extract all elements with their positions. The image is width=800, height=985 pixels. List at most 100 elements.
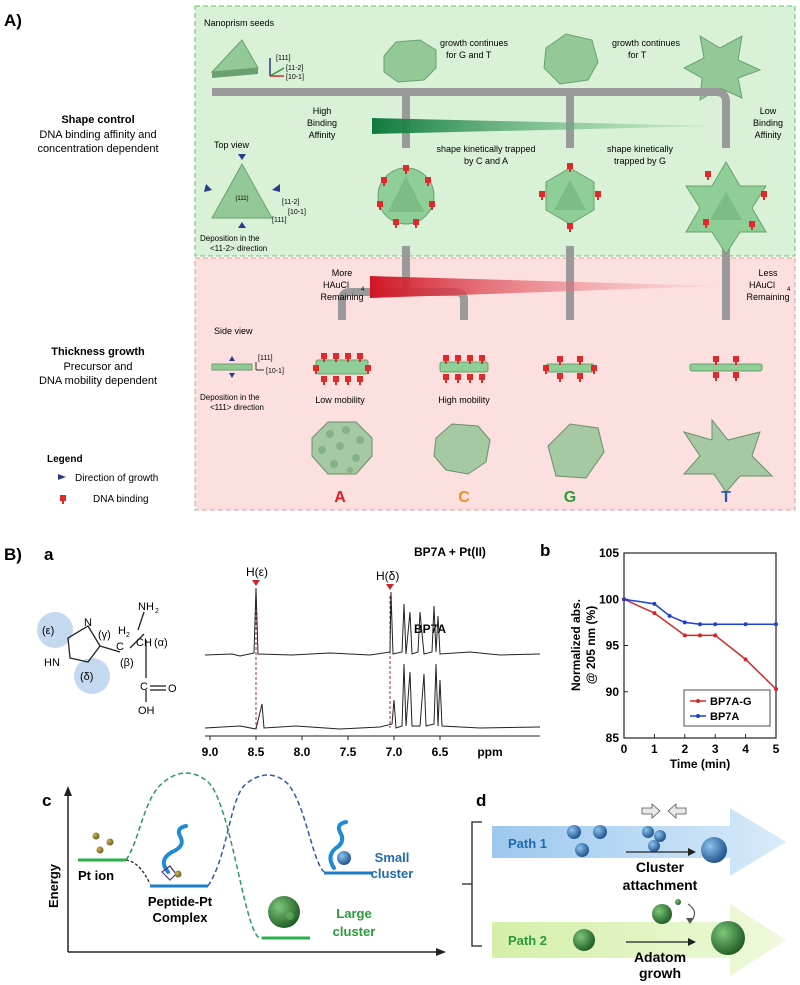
top-view-label: Top view: [214, 140, 250, 150]
chart-x-axis-title: Time (min): [670, 757, 730, 771]
chart-x-tick-label: 4: [742, 742, 749, 756]
ppm-tick-0: 9.0: [202, 745, 219, 759]
mol-alpha: (α): [154, 637, 168, 649]
mol-beta: (β): [120, 657, 134, 669]
ppm-tick-1: 8.5: [248, 745, 265, 759]
complex-label-2: Complex: [153, 910, 209, 925]
base-label-c: C: [458, 489, 470, 506]
small-cluster-label-2: cluster: [371, 866, 414, 881]
shape-control-desc-1: DNA binding affinity and: [39, 129, 156, 141]
legend-marker-bp7a-g: [696, 699, 700, 703]
legend-label-bp7a-g: BP7A-G: [710, 696, 752, 708]
peak-eps-label: H(ε): [246, 565, 268, 579]
pt-ion-particle-3: [96, 846, 104, 854]
reaction-axis-arrow: [436, 948, 446, 956]
trapped-ca-2: by C and A: [464, 156, 508, 166]
panel-a: A) Shape control DNA binding affinity an…: [4, 5, 796, 511]
nanoprism-seed: [210, 39, 259, 78]
energy-axis-arrow: [64, 786, 72, 796]
path-1-cluster-6: [648, 840, 660, 852]
legend-marker-bp7a: [696, 714, 700, 718]
small-cluster-label-1: Small: [375, 850, 410, 865]
small-cluster-path: [207, 774, 325, 887]
growth-arrow-bottom: [238, 222, 246, 228]
path-2-label: Path 2: [508, 933, 547, 948]
side-view-label: Side view: [214, 326, 253, 336]
path-2-reaction-arrowhead: [688, 938, 696, 946]
low-affinity-3: Affinity: [755, 130, 782, 140]
side-dir-10-1: [10-1]: [266, 368, 284, 375]
series-line-bp7a: [623, 598, 776, 625]
less-haucl-3: Remaining: [746, 292, 789, 302]
mol-c2: C: [140, 681, 148, 693]
binding-affinity-wedge: [372, 118, 715, 134]
less-haucl-sub: 4: [787, 287, 791, 293]
deposition-side-1: Deposition in the: [200, 393, 260, 402]
ppm-tick-3: 7.5: [340, 745, 357, 759]
path-2-desc-2: growh: [639, 965, 681, 981]
spectrum-top-trace: [204, 587, 541, 657]
mol-gamma: (γ): [98, 629, 111, 641]
side-axes-icon: [255, 362, 264, 371]
six-point-star-shape: [682, 35, 762, 101]
path-1-cluster-1: [567, 825, 581, 839]
side-plate-low-mobility: [313, 353, 371, 385]
path-1-desc-1: Cluster: [636, 859, 685, 875]
series-point-bp7a: [698, 622, 702, 627]
peptide-pt-complex-icon: [161, 824, 188, 881]
attach-arrow-right-icon: [641, 803, 661, 819]
trapped-ca-1: shape kinetically trapped: [436, 144, 535, 154]
ppm-tick-2: 8.0: [294, 745, 311, 759]
path-1-desc-2: attachment: [623, 877, 698, 893]
peak-eps-marker: [252, 580, 260, 586]
path-2-arrow: [492, 904, 786, 976]
top-view-triangle: [211, 162, 273, 219]
low-mobility-label: Low mobility: [315, 395, 365, 405]
final-particle-a: [311, 421, 373, 475]
shape-control-desc-2: concentration dependent: [37, 143, 158, 155]
chart-y-axis-title-1: Normalized abs.: [569, 599, 583, 691]
panel-b-label: B): [4, 545, 22, 564]
side-growth-arrow-down: [229, 373, 235, 378]
legend-box: [683, 689, 771, 727]
shape-trapped-by-g: [539, 163, 601, 232]
side-dir-111: [111]: [258, 355, 273, 362]
growth-g-t-2: for G and T: [446, 50, 492, 60]
chart-y-tick-label: 85: [606, 731, 620, 745]
side-growth-arrow-up: [229, 356, 235, 361]
path-2-desc-1: Adatom: [634, 949, 686, 965]
seeds-label: Nanoprism seeds: [204, 18, 275, 28]
legend-growth: Direction of growth: [75, 473, 158, 484]
chart-x-tick-label: 3: [712, 742, 719, 756]
low-affinity-1: Low: [760, 106, 777, 116]
series-line-bp7a-g: [623, 598, 777, 690]
base-label-g: G: [564, 489, 576, 506]
shape-star-low-affinity: [685, 161, 767, 255]
mol-h2-sub: 2: [126, 632, 130, 639]
chart-x-tick-label: 2: [681, 742, 688, 756]
more-haucl-3: Remaining: [320, 292, 363, 302]
subpanel-b-label: b: [540, 541, 550, 560]
chart-y-axis-title-2: @ 205 nm (%): [584, 606, 598, 684]
shape-trapped-by-c-a: [377, 165, 435, 228]
panel-b: B) a b (ε) (δ) N HN (γ) (β) C H 2 NH 2 C…: [4, 541, 780, 771]
chart-y-tick-label: 95: [606, 639, 620, 653]
pt-ion-label: Pt ion: [78, 868, 114, 883]
subpanel-a-label: a: [44, 545, 54, 564]
legend-dna: DNA binding: [93, 494, 149, 505]
mol-hn: HN: [44, 657, 60, 669]
mol-o: O: [168, 683, 177, 695]
series-point-bp7a-g: [743, 657, 748, 662]
path-1-arrow: [492, 808, 786, 876]
peak-delta-label: H(δ): [376, 569, 399, 583]
growth-arrow-left: [204, 184, 212, 192]
side-plate-t: [689, 356, 763, 381]
growth-t-2: for T: [628, 50, 647, 60]
path-2-growing-cluster: [652, 904, 672, 924]
deposition-side-2: <111> direction: [210, 403, 264, 412]
peak-delta-marker: [386, 584, 394, 590]
growth-arrow-top: [238, 154, 246, 160]
spectrum-bottom-trace: [204, 663, 541, 730]
growth-t-1: growth continues: [612, 38, 681, 48]
